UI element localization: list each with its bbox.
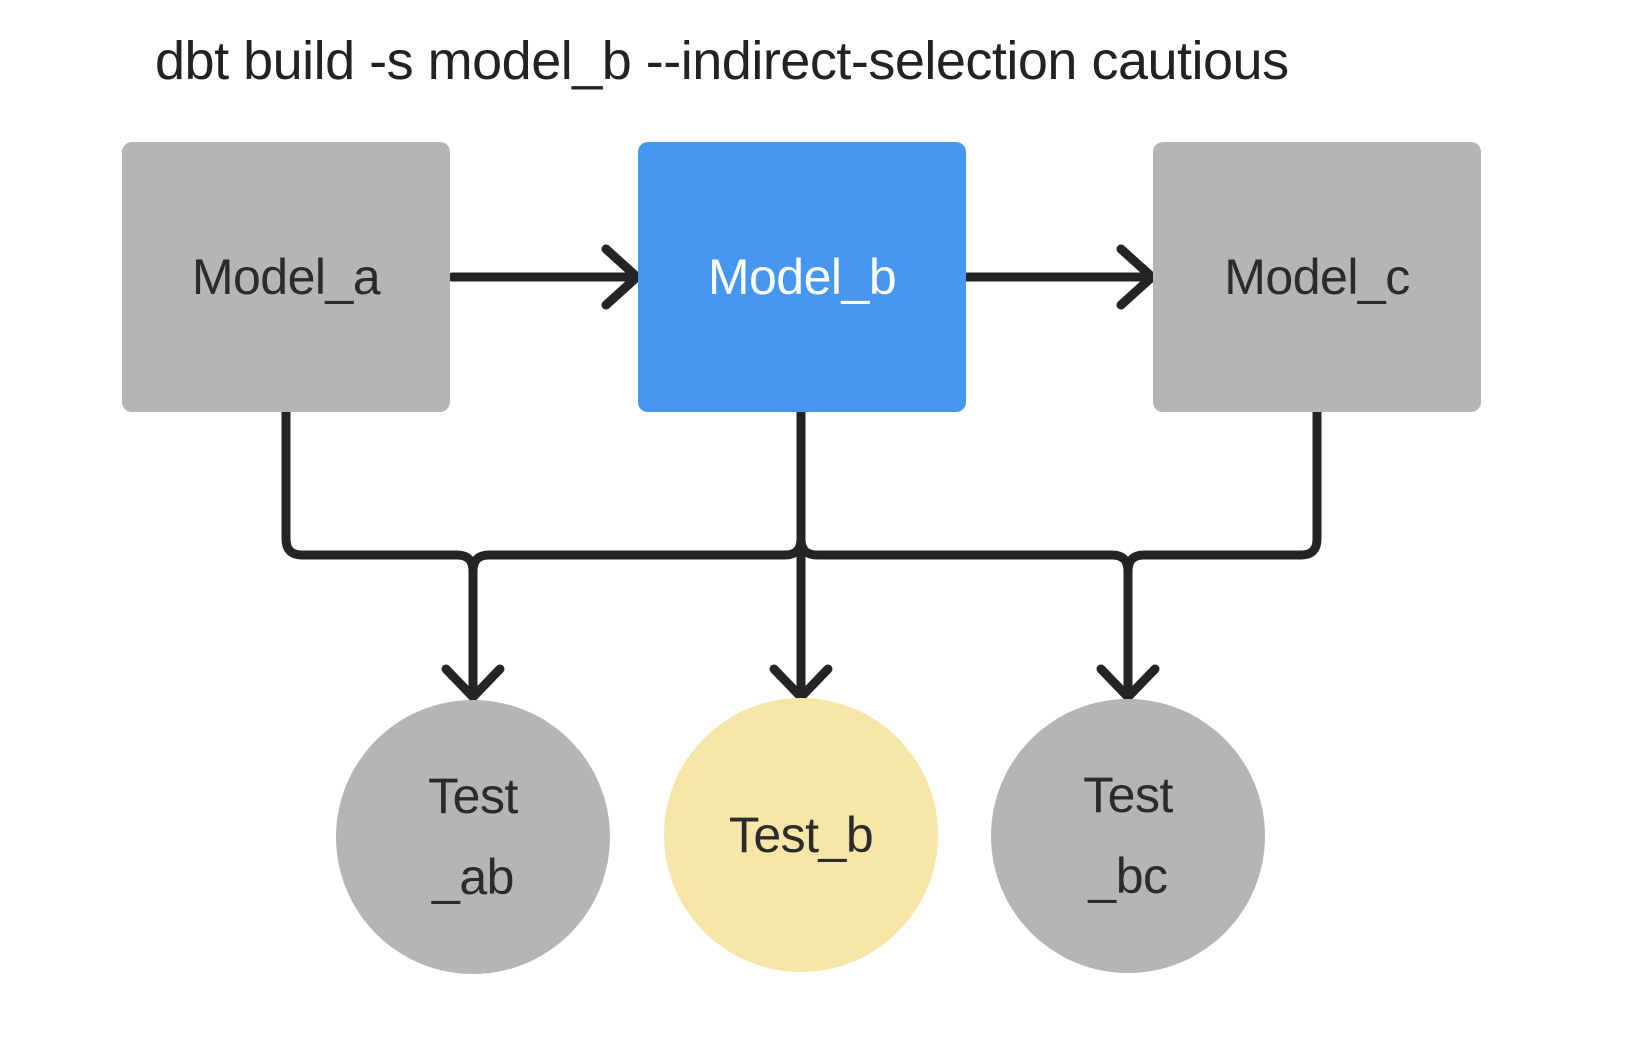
arrowhead-into-test-bc [1096, 664, 1160, 702]
node-model-a-label: Model_a [191, 249, 381, 305]
node-test-bc-label: Test _bc [1083, 755, 1173, 917]
edge-model-c-to-bus [1123, 407, 1322, 576]
node-test-bc: Test _bc [991, 699, 1265, 973]
edge-model-a-to-test-ab [281, 407, 478, 697]
node-test-b: Test_b [664, 698, 938, 972]
node-model-c: Model_c [1153, 142, 1481, 412]
node-model-b: Model_b [638, 142, 966, 412]
arrowhead-into-test-b [769, 664, 833, 702]
node-test-ab-label-line1: Test [428, 768, 518, 824]
node-test-ab-label-line2: _ab [432, 849, 514, 905]
node-model-b-label: Model_b [707, 249, 897, 305]
node-test-b-label-line1: Test_b [728, 806, 874, 863]
arrowhead-into-model-c [1116, 244, 1157, 310]
diagram-title: dbt build -s model_b --indirect-selectio… [155, 31, 1289, 91]
node-model-c-label: Model_c [1224, 249, 1410, 305]
node-test-bc-label-line1: Test [1083, 767, 1173, 823]
edge-bus-right [796, 534, 1133, 697]
node-test-ab: Test _ab [336, 700, 610, 974]
node-model-a: Model_a [122, 142, 450, 412]
edge-bus-left [468, 534, 806, 576]
node-test-ab-label: Test _ab [428, 756, 518, 918]
node-test-bc-label-line2: _bc [1088, 848, 1168, 904]
arrowhead-into-model-b [601, 244, 642, 310]
arrowhead-into-test-ab [441, 664, 505, 702]
node-test-b-label: Test_b [728, 795, 874, 876]
edges-group [281, 244, 1322, 702]
